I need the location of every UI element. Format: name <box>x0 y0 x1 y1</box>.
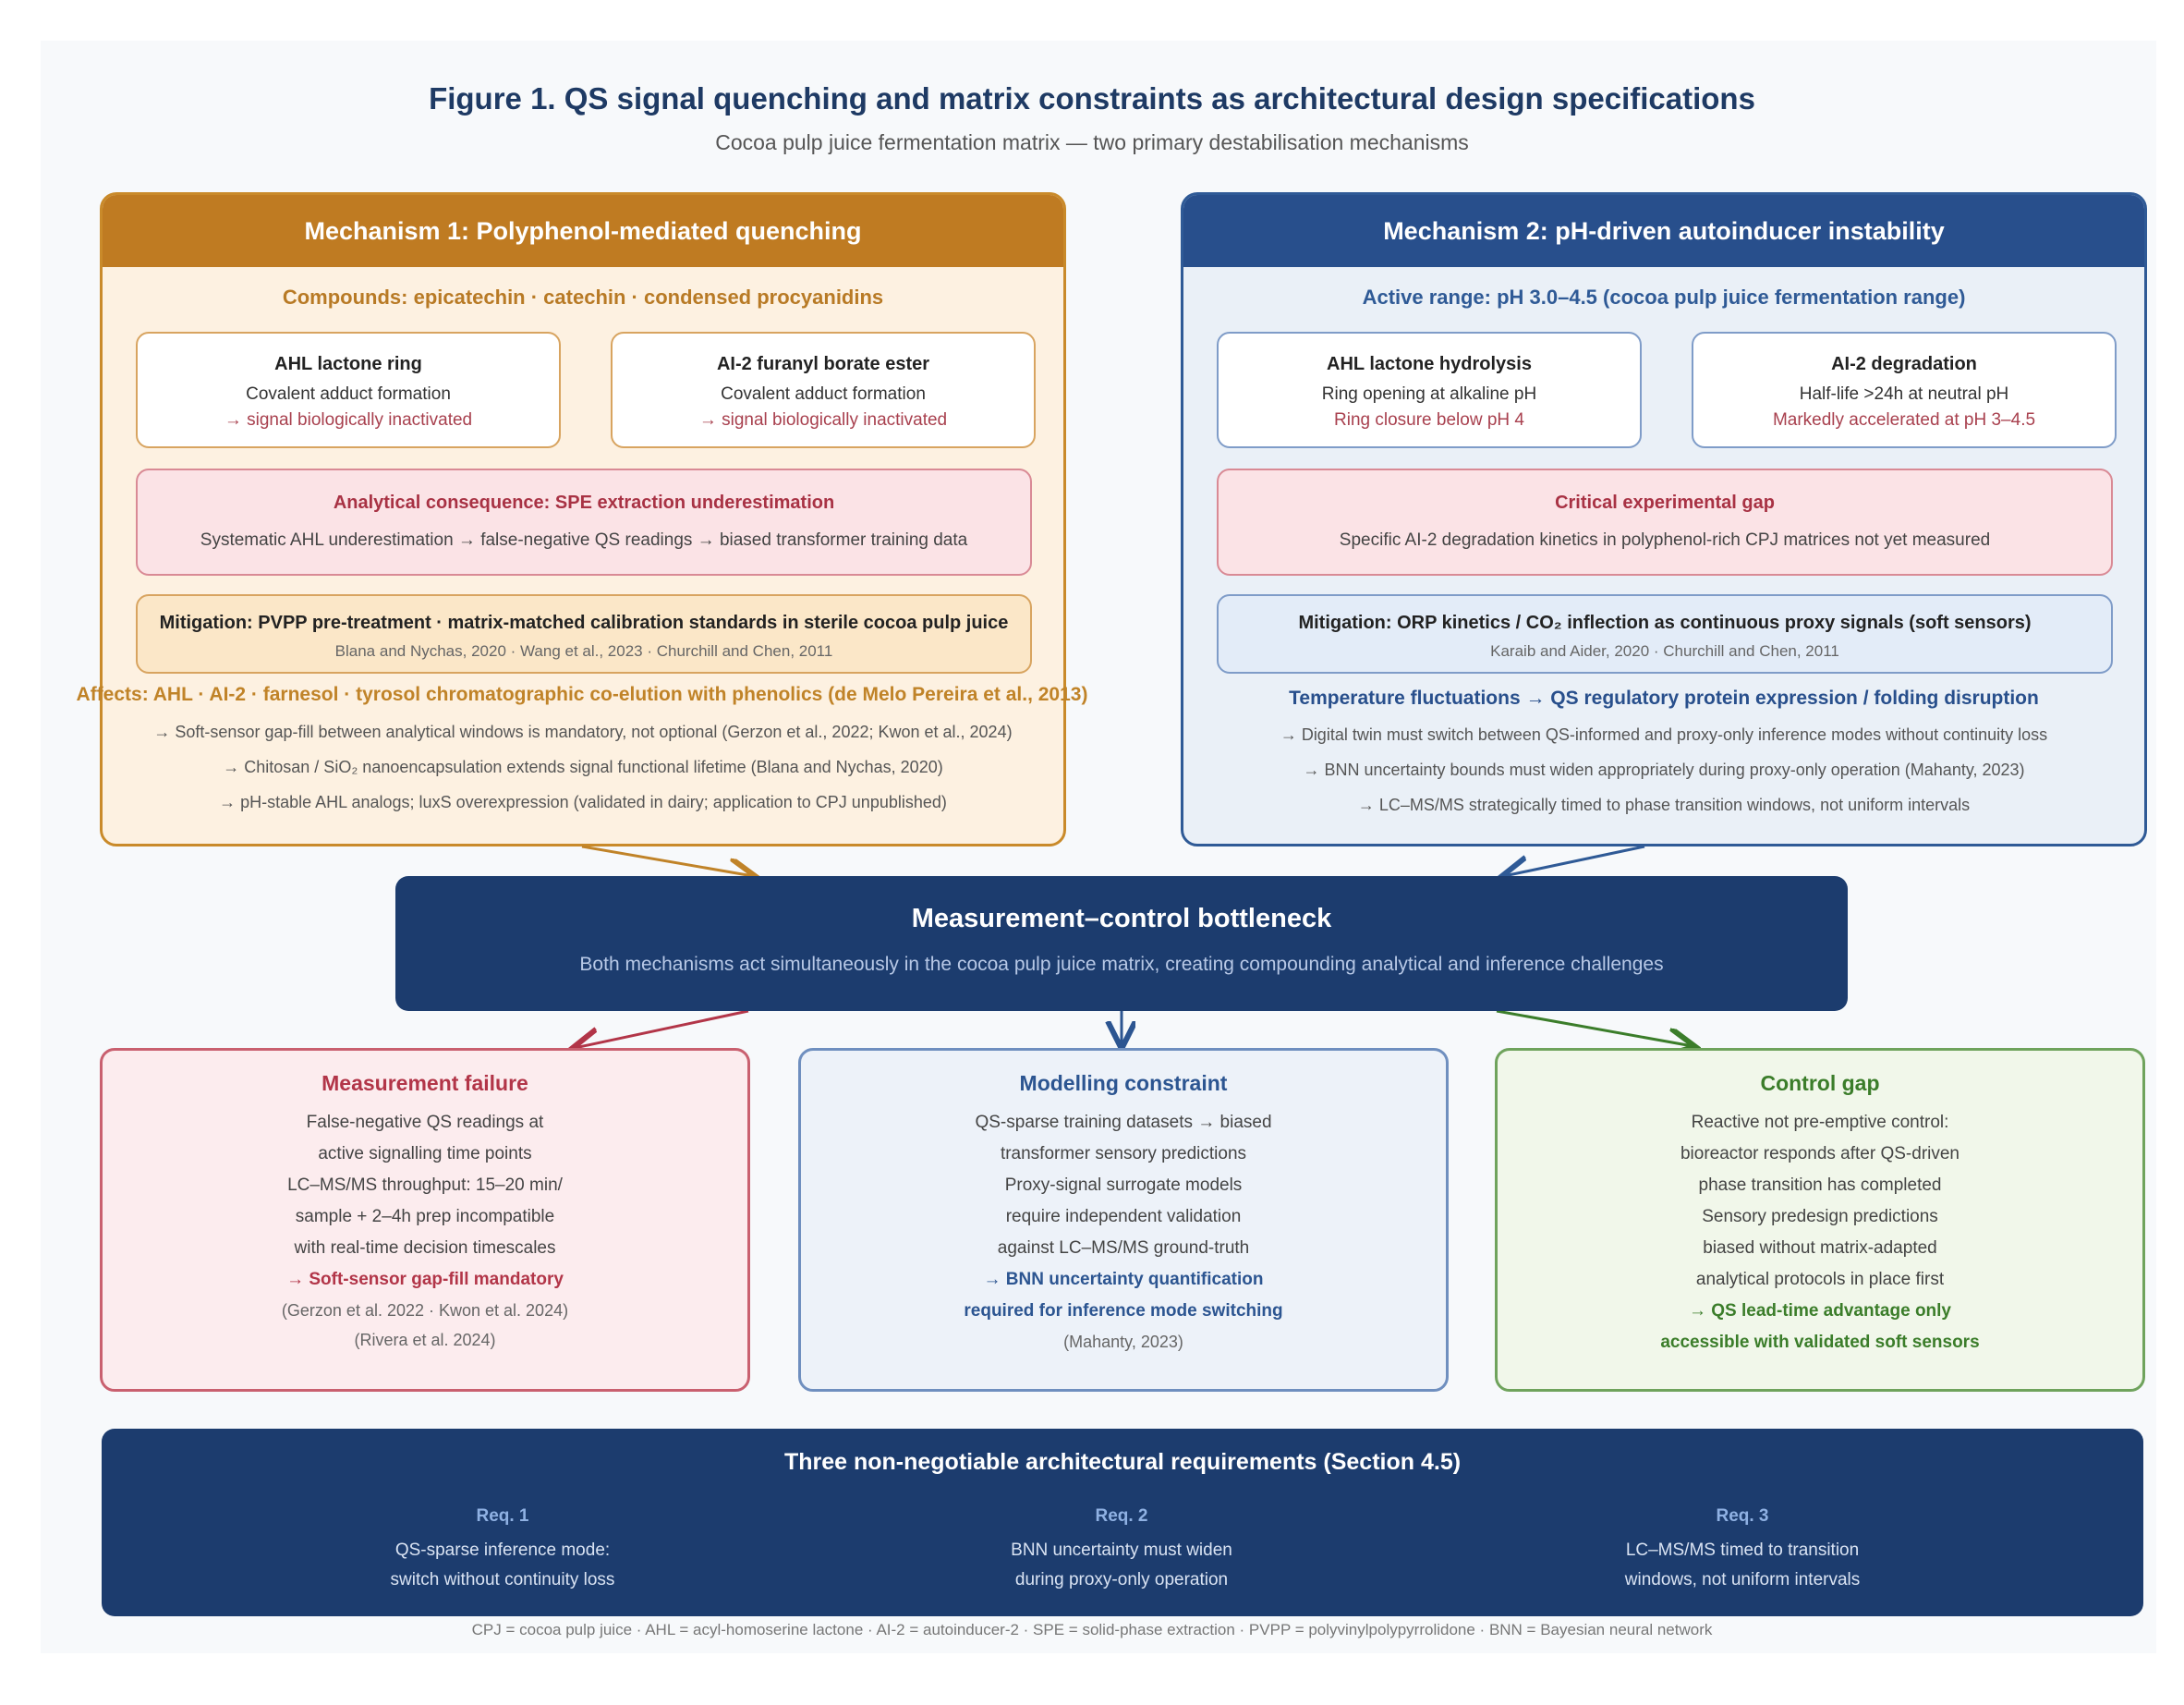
outcome-line: analytical protocols in place first <box>1695 1270 1945 1289</box>
bottleneck-description: Both mechanisms act simultaneously in th… <box>579 954 1664 975</box>
card-line: Ring opening at alkaline pH <box>1321 384 1537 404</box>
mechanism-2-card-ai2: AI-2 degradation Half-life >24h at neutr… <box>1692 332 2117 448</box>
arrow-mech1-to-bottleneck <box>581 845 753 876</box>
card-title: AHL lactone ring <box>274 354 422 374</box>
arrow-mech2-to-bottleneck <box>1504 845 1645 876</box>
outcome-line: with real-time decision timescales <box>294 1238 556 1258</box>
outcome-line: sample + 2–4h prep incompatible <box>295 1207 555 1226</box>
card-line: Half-life >24h at neutral pH <box>1799 384 2009 404</box>
mechanism-1-card-ahl: AHL lactone ring Covalent adduct formati… <box>136 332 561 448</box>
arrow-to-control-gap <box>1496 1009 1693 1046</box>
gap-body: Specific AI-2 degradation kinetics in po… <box>1339 530 1991 550</box>
arrow-to-measurement-failure <box>575 1009 749 1048</box>
outcome-highlight: → BNN uncertainty quantification <box>983 1270 1264 1289</box>
card-line-effect: Ring closure below pH 4 <box>1334 410 1524 430</box>
outcome-line: QS-sparse training datasets → biased <box>975 1113 1272 1132</box>
outcome-line: transformer sensory predictions <box>1000 1144 1247 1163</box>
card-line-effect: Markedly accelerated at pH 3–4.5 <box>1772 410 2036 430</box>
requirement-label: Req. 2 <box>1095 1506 1148 1526</box>
modelling-constraint-box: Modelling constraint QS-sparse training … <box>798 1048 1449 1392</box>
outcome-line: bioreactor responds after QS-driven <box>1680 1144 1960 1163</box>
measurement-failure-box: Measurement failure False-negative QS re… <box>100 1048 750 1392</box>
outcome-title: Measurement failure <box>322 1071 528 1095</box>
outcome-highlight: → Soft-sensor gap-fill mandatory <box>286 1270 564 1289</box>
mechanism-2-note: → LC–MS/MS strategically timed to phase … <box>1357 796 1971 814</box>
critical-gap-box: Critical experimental gap Specific AI-2 … <box>1217 469 2113 576</box>
outcome-line: against LC–MS/MS ground-truth <box>997 1238 1250 1258</box>
outcome-highlight: required for inference mode switching <box>964 1301 1283 1321</box>
mechanism-1-note: → pH-stable AHL analogs; luxS overexpres… <box>219 793 947 811</box>
mechanism-2-note: → Digital twin must switch between QS-in… <box>1280 725 2048 744</box>
mechanism-2-note: → BNN uncertainty bounds must widen appr… <box>1303 761 2025 779</box>
mechanism-2-mitigation: Mitigation: ORP kinetics / CO₂ inflectio… <box>1217 594 2113 674</box>
requirement-line: switch without continuity loss <box>390 1570 615 1589</box>
mitigation-title: Mitigation: PVPP pre-treatment · matrix-… <box>159 613 1009 633</box>
gap-title: Critical experimental gap <box>1555 493 1775 513</box>
outcome-highlight: accessible with validated soft sensors <box>1660 1333 1980 1352</box>
card-line: Covalent adduct formation <box>246 384 451 404</box>
requirement-3: Req. 3 LC–MS/MS timed to transition wind… <box>1465 1506 2020 1595</box>
bottleneck-title: Measurement–control bottleneck <box>911 904 1332 933</box>
requirements-banner: Three non-negotiable architectural requi… <box>102 1429 2143 1616</box>
bottleneck-box: Measurement–control bottleneck Both mech… <box>395 876 1848 1011</box>
figure-title: Figure 1. QS signal quenching and matrix… <box>429 81 1755 116</box>
requirement-line: QS-sparse inference mode: <box>394 1541 611 1560</box>
outcome-line: active signalling time points <box>318 1144 532 1163</box>
mechanism-2-panel: Mechanism 2: pH-driven autoinducer insta… <box>1181 192 2147 846</box>
mechanism-1-header: Mechanism 1: Polyphenol-mediated quenchi… <box>103 195 1063 267</box>
outcome-line: Reactive not pre-emptive control: <box>1691 1113 1949 1132</box>
outcome-citation: (Rivera et al. 2024) <box>354 1331 496 1349</box>
card-line: Covalent adduct formation <box>721 384 926 404</box>
mechanism-1-note: → Chitosan / SiO₂ nanoencapsulation exte… <box>223 758 943 776</box>
figure-subtitle: Cocoa pulp juice fermentation matrix — t… <box>715 130 1469 154</box>
outcome-line: biased without matrix-adapted <box>1703 1238 1937 1258</box>
consequence-body: Systematic AHL underestimation → false-n… <box>200 530 968 550</box>
control-gap-box: Control gap Reactive not pre-emptive con… <box>1495 1048 2145 1392</box>
mechanism-1-note: → Soft-sensor gap-fill between analytica… <box>153 723 1013 741</box>
requirement-line: during proxy-only operation <box>1014 1570 1229 1589</box>
requirements-title: Three non-negotiable architectural requi… <box>783 1449 1462 1475</box>
card-line-effect: → signal biologically inactivated <box>224 410 473 430</box>
outcome-citation: (Gerzon et al. 2022 · Kwon et al. 2024) <box>281 1301 569 1320</box>
consequence-title: Analytical consequence: SPE extraction u… <box>333 493 835 513</box>
requirement-label: Req. 3 <box>1716 1506 1769 1526</box>
outcome-line: phase transition has completed <box>1698 1175 1942 1195</box>
mitigation-title: Mitigation: ORP kinetics / CO₂ inflectio… <box>1298 613 2032 633</box>
outcome-line: require independent validation <box>1005 1207 1242 1226</box>
outcome-line: Proxy-signal surrogate models <box>1004 1175 1243 1195</box>
card-title: AI-2 degradation <box>1831 354 1977 374</box>
requirement-line: BNN uncertainty must widen <box>1011 1541 1232 1560</box>
mechanism-1-panel: Mechanism 1: Polyphenol-mediated quenchi… <box>100 192 1066 846</box>
mitigation-refs: Blana and Nychas, 2020 · Wang et al., 20… <box>334 642 833 660</box>
requirement-label: Req. 1 <box>476 1506 529 1526</box>
outcome-line: LC–MS/MS throughput: 15–20 min/ <box>287 1175 563 1195</box>
mechanism-1-affects: Affects: AHL · AI-2 · farnesol · tyrosol… <box>76 684 1088 705</box>
mechanism-1-card-ai2: AI-2 furanyl borate ester Covalent adduc… <box>611 332 1036 448</box>
mechanism-2-card-ahl: AHL lactone hydrolysis Ring opening at a… <box>1217 332 1642 448</box>
outcome-title: Modelling constraint <box>1019 1071 1228 1095</box>
requirement-line: windows, not uniform intervals <box>1624 1570 1861 1589</box>
temperature-note: Temperature fluctuations → QS regulatory… <box>1289 688 2039 709</box>
outcome-highlight: → QS lead-time advantage only <box>1688 1301 1952 1321</box>
requirement-line: LC–MS/MS timed to transition <box>1625 1541 1860 1560</box>
mechanism-2-range: Active range: pH 3.0–4.5 (cocoa pulp jui… <box>1362 286 1966 309</box>
mechanism-2-header: Mechanism 2: pH-driven autoinducer insta… <box>1183 195 2144 267</box>
abbreviations-footer: CPJ = cocoa pulp juice · AHL = acyl-homo… <box>471 1621 1713 1638</box>
outcome-citation: (Mahanty, 2023) <box>1063 1333 1183 1351</box>
card-line-effect: → signal biologically inactivated <box>698 410 948 430</box>
card-title: AHL lactone hydrolysis <box>1327 354 1532 374</box>
card-title: AI-2 furanyl borate ester <box>716 354 930 374</box>
mitigation-refs: Karaib and Aider, 2020 · Churchill and C… <box>1490 642 1839 660</box>
analytical-consequence-box: Analytical consequence: SPE extraction u… <box>136 469 1032 576</box>
outcome-line: Sensory predesign predictions <box>1702 1207 1938 1226</box>
mechanism-1-compounds: Compounds: epicatechin · catechin · cond… <box>282 286 884 309</box>
outcome-title: Control gap <box>1760 1071 1880 1095</box>
mechanism-1-mitigation: Mitigation: PVPP pre-treatment · matrix-… <box>136 594 1032 674</box>
requirement-2: Req. 2 BNN uncertainty must widen during… <box>844 1506 1399 1595</box>
requirement-1: Req. 1 QS-sparse inference mode: switch … <box>225 1506 780 1595</box>
outcome-line: False-negative QS readings at <box>306 1113 544 1132</box>
